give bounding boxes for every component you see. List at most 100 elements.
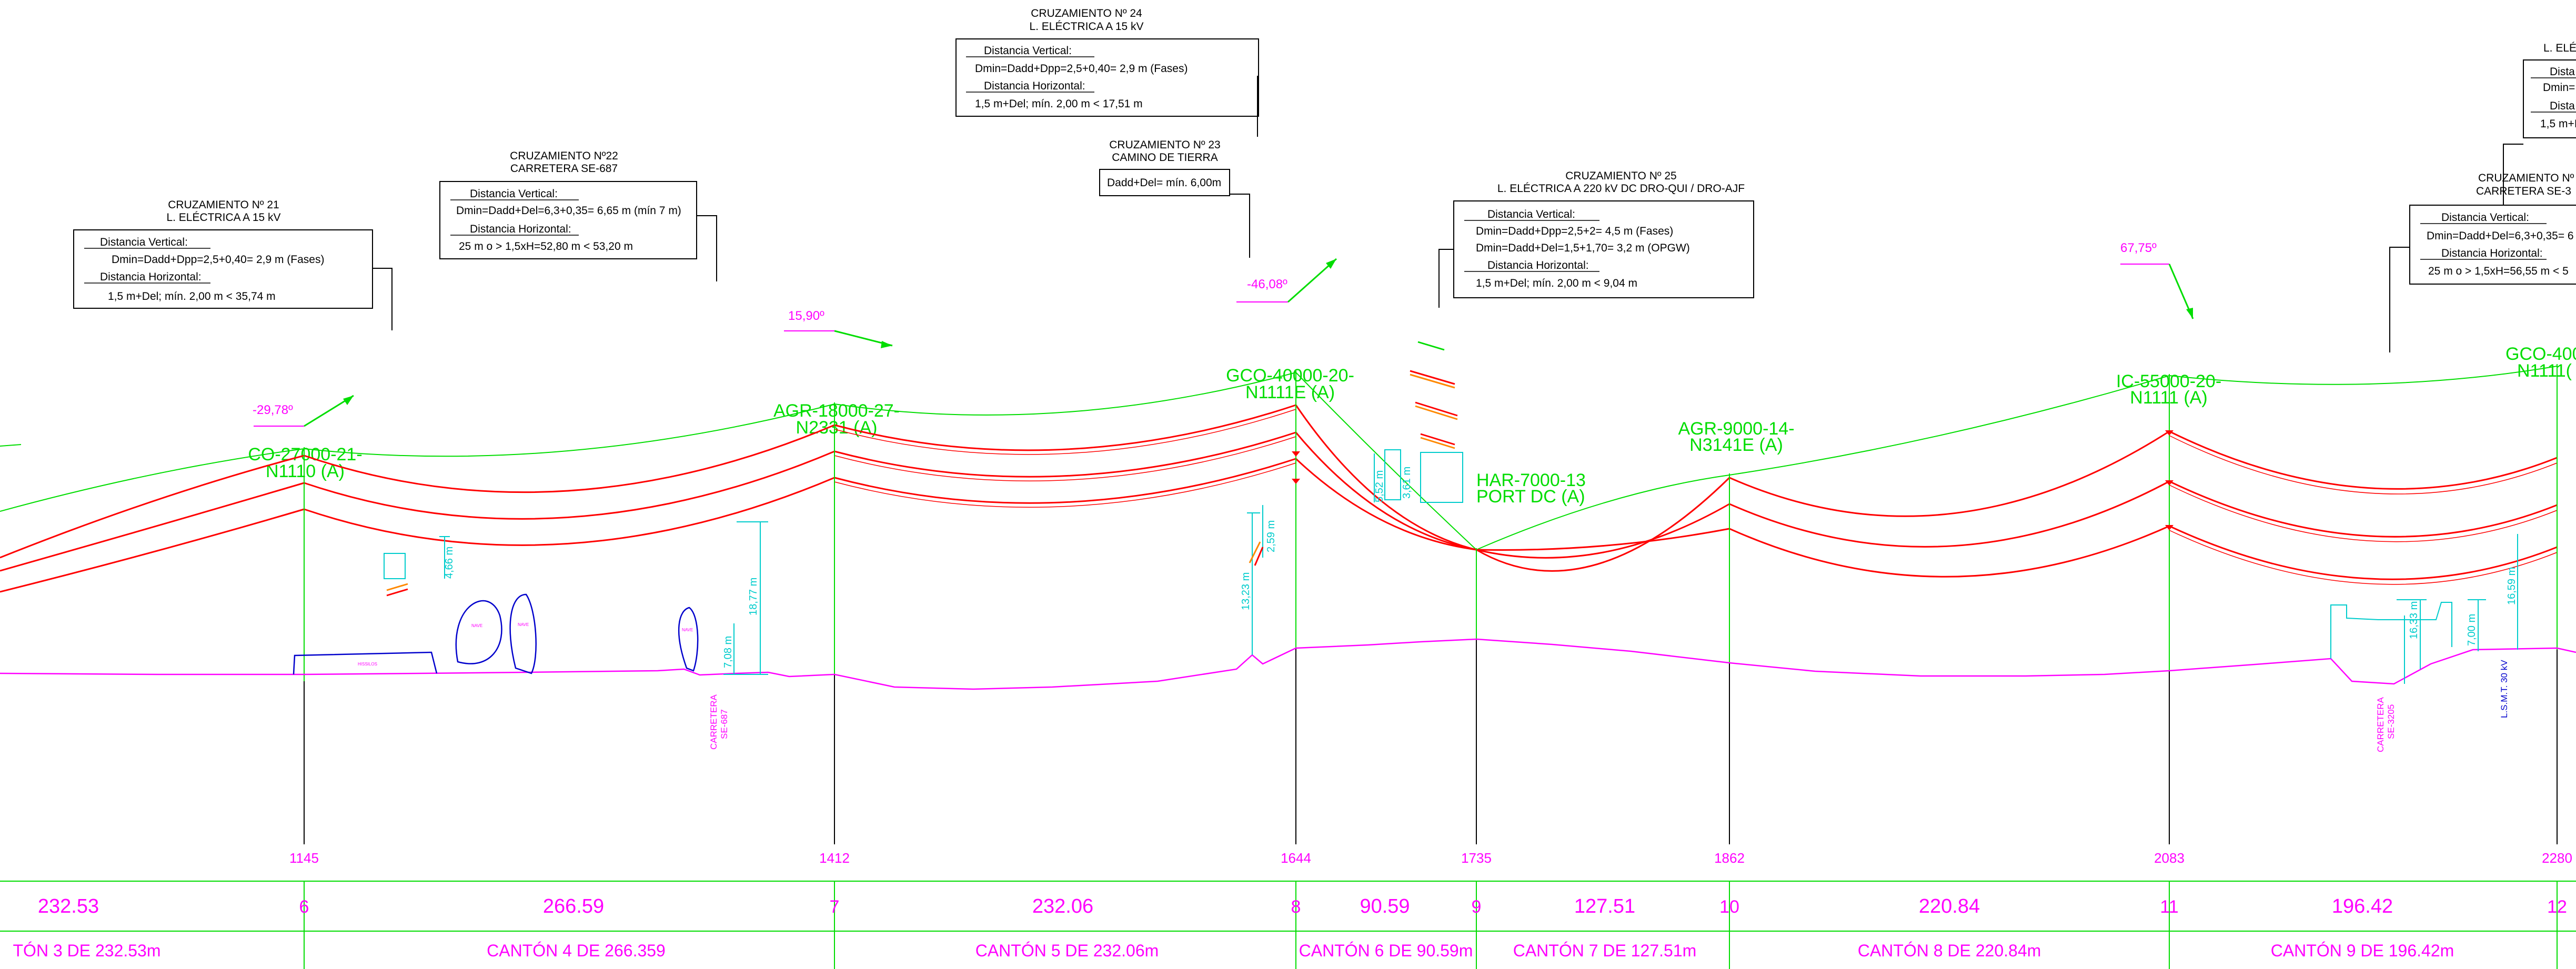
clearance-label: 7,08 m [722,636,734,668]
horizontal-heading: Dista [2550,100,2575,112]
crossing-25: CRUZAMIENTO Nº 25 L. ELÉCTRICA A 220 kV … [1438,170,1754,308]
clearance-label: 7,00 m [2466,614,2478,646]
clearance-labels: 4,66 m 18,77 m 7,08 m 13,23 m 2,59 m 5,5… [444,467,2518,668]
crossing-23: CRUZAMIENTO Nº 23 CAMINO DE TIERRA Dadd+… [1099,139,1250,258]
crossing-formula: Dmin=Dadd+Del=1,5+1,70= 3,2 m (OPGW) [1476,242,1690,254]
tower-label: N3141E (A) [1689,435,1783,455]
crossing-title: CRUZAMIENTO Nº 24 [1031,7,1142,19]
crossing-box [2523,59,2576,138]
line-angle-indicators: -29,78º 15,90º -46,08º 67,75º [253,241,2194,427]
tower-label: AGR-9000-14- [1678,419,1794,439]
canton-label: CANTÓN 9 DE 196.42m [2271,941,2454,960]
svg-text:NAVE: NAVE [682,628,693,632]
tower-number: 10 [1719,897,1739,917]
clearance-label: 3,61 m [1401,467,1413,499]
tower-label: GCO-400 [2505,344,2576,364]
crossing-22: CRUZAMIENTO Nº22 CARRETERA SE-687 Distan… [439,150,717,281]
svg-text:HISSILOS: HISSILOS [358,662,377,667]
clearance-label: 18,77 m [748,578,759,615]
crossing-formula: 1,5 m+Del; mín. 2,00 m < 17,51 m [975,98,1143,110]
tower-number: 6 [299,897,309,917]
crossing-title: CRUZAMIENTO Nº22 [510,150,618,162]
crossing-title: CRUZAMIENTO Nº [2478,172,2574,184]
horizontal-heading: Distancia Horizontal: [470,223,571,235]
crossing-formula: 25 m o > 1,5xH=52,80 m < 53,20 m [459,240,633,253]
station-label: 1862 [1714,850,1745,866]
tower-number: 7 [830,897,840,917]
vertical-heading: Dista [2550,66,2575,78]
crossing-subtitle: CARRETERA SE-687 [510,163,618,175]
station-label: 1412 [819,850,850,866]
crossing-21: CRUZAMIENTO Nº 21 L. ELÉCTRICA A 15 kV D… [73,199,393,330]
crossing-formula: Dmin=Dadd+Del=6,3+0,35= 6,65 m (mín 7 m) [456,205,681,217]
vertical-heading: Distancia Vertical: [100,236,188,248]
road-label: SE-3205 [2386,704,2396,739]
crossing-formula: 1,5 m+Del; mín. 2,00 m < 35,74 m [108,290,276,302]
clearance-label: 5,52 m [1374,470,1385,502]
crossing-box [2409,205,2576,285]
station-label: 1644 [1281,850,1311,866]
bottom-table [0,881,2576,969]
tower-number: 11 [2160,897,2178,917]
tower-label: N2331 (A) [796,418,878,438]
tower-label: N1111E (A) [1245,382,1335,402]
clearance-label: 2,59 m [1265,520,1277,552]
span-length: 127.51 [1574,895,1635,917]
canton-label: CANTÓN 8 DE 220.84m [1858,941,2041,960]
line-angle-label: -29,78º [253,403,293,417]
vertical-heading: Distancia Vertical: [470,188,558,200]
station-labels: 1145 1412 1644 1735 1862 2083 2280 [289,850,2572,866]
span-length: 90.59 [1360,895,1410,917]
canton-label: TÓN 3 DE 232.53m [13,941,161,960]
crossing-formula: Dmin=Dadd+Dpp=2,5+0,40= 2,9 m (Fases) [112,254,324,266]
terrain-profile [0,638,2576,690]
span-length: 266.59 [543,895,604,917]
crossing-subtitle: L. ELÉCTRICA A 220 kV DC DRO-QUI / DRO-A… [1497,183,1745,195]
canton-label: CANTÓN 6 DE 90.59m [1299,941,1473,960]
svg-text:NAVE: NAVE [471,623,482,628]
canton-label: CANTÓN 4 DE 266.359 [487,941,666,960]
crossing-partial-top-right: L. ELÉ Dista Dmin= Dista 1,5 m+I [2503,42,2576,205]
road-label: SE-687 [719,709,729,739]
crossing-box [955,38,1259,117]
station-label: 2083 [2154,850,2185,866]
crossing-formula: 1,5 m+I [2540,118,2576,130]
line-angle-label: 15,90º [788,309,824,323]
canton-labels: TÓN 3 DE 232.53m CANTÓN 4 DE 266.359 CAN… [13,941,2454,960]
crossing-subtitle: CAMINO DE TIERRA [1112,152,1217,164]
crossing-formula: Dmin= [2543,82,2575,94]
crossing-24: CRUZAMIENTO Nº 24 L. ELÉCTRICA A 15 kV D… [955,7,1259,137]
road-label: CARRETERA [2376,697,2386,752]
tower-number: 12 [2547,897,2567,917]
clearance-label: 16,33 m [2408,601,2420,639]
canton-label: CANTÓN 5 DE 232.06m [975,941,1159,960]
tower-label: GCO-40000-20- [1226,366,1354,386]
crossed-line-markers [386,341,1458,597]
horizontal-heading: Distancia Horizontal: [1487,259,1589,271]
crossing-title: CRUZAMIENTO Nº 21 [168,199,279,211]
crossing-formula: Dmin=Dadd+Del=6,3+0,35= 6 [2427,230,2574,242]
vertical-heading: Distancia Vertical: [984,45,1072,57]
station-label: 2280 [2542,850,2572,866]
crossing-subtitle: L. ELÉCTRICA A 15 kV [1029,21,1143,33]
crossing-subtitle: L. ELÉCTRICA A 15 kV [166,211,280,224]
crossing-box [439,181,697,259]
tower-label: PORT DC (A) [1476,487,1585,507]
conductors [0,404,2558,593]
span-length: 232.53 [38,895,99,917]
crossing-box [73,229,373,309]
ground-wire [0,366,2558,550]
insulator-markers [1292,430,2174,530]
svg-text:NAVE: NAVE [518,622,529,627]
span-length: 232.06 [1032,895,1093,917]
crossing-partial-right: CRUZAMIENTO Nº CARRETERA SE-3 Distancia … [2389,172,2576,352]
canton-label: CANTÓN 7 DE 127.51m [1513,941,1697,960]
station-label: 1145 [289,850,319,866]
towers [304,364,2558,844]
crossing-subtitle: CARRETERA SE-3 [2476,185,2571,197]
vertical-heading: Distancia Vertical: [1487,208,1575,220]
crossing-title: L. ELÉ [2543,42,2576,54]
underground-line-label: L.S.M.T. 30 kV [2499,660,2509,718]
clearance-label: 4,66 m [444,547,455,579]
